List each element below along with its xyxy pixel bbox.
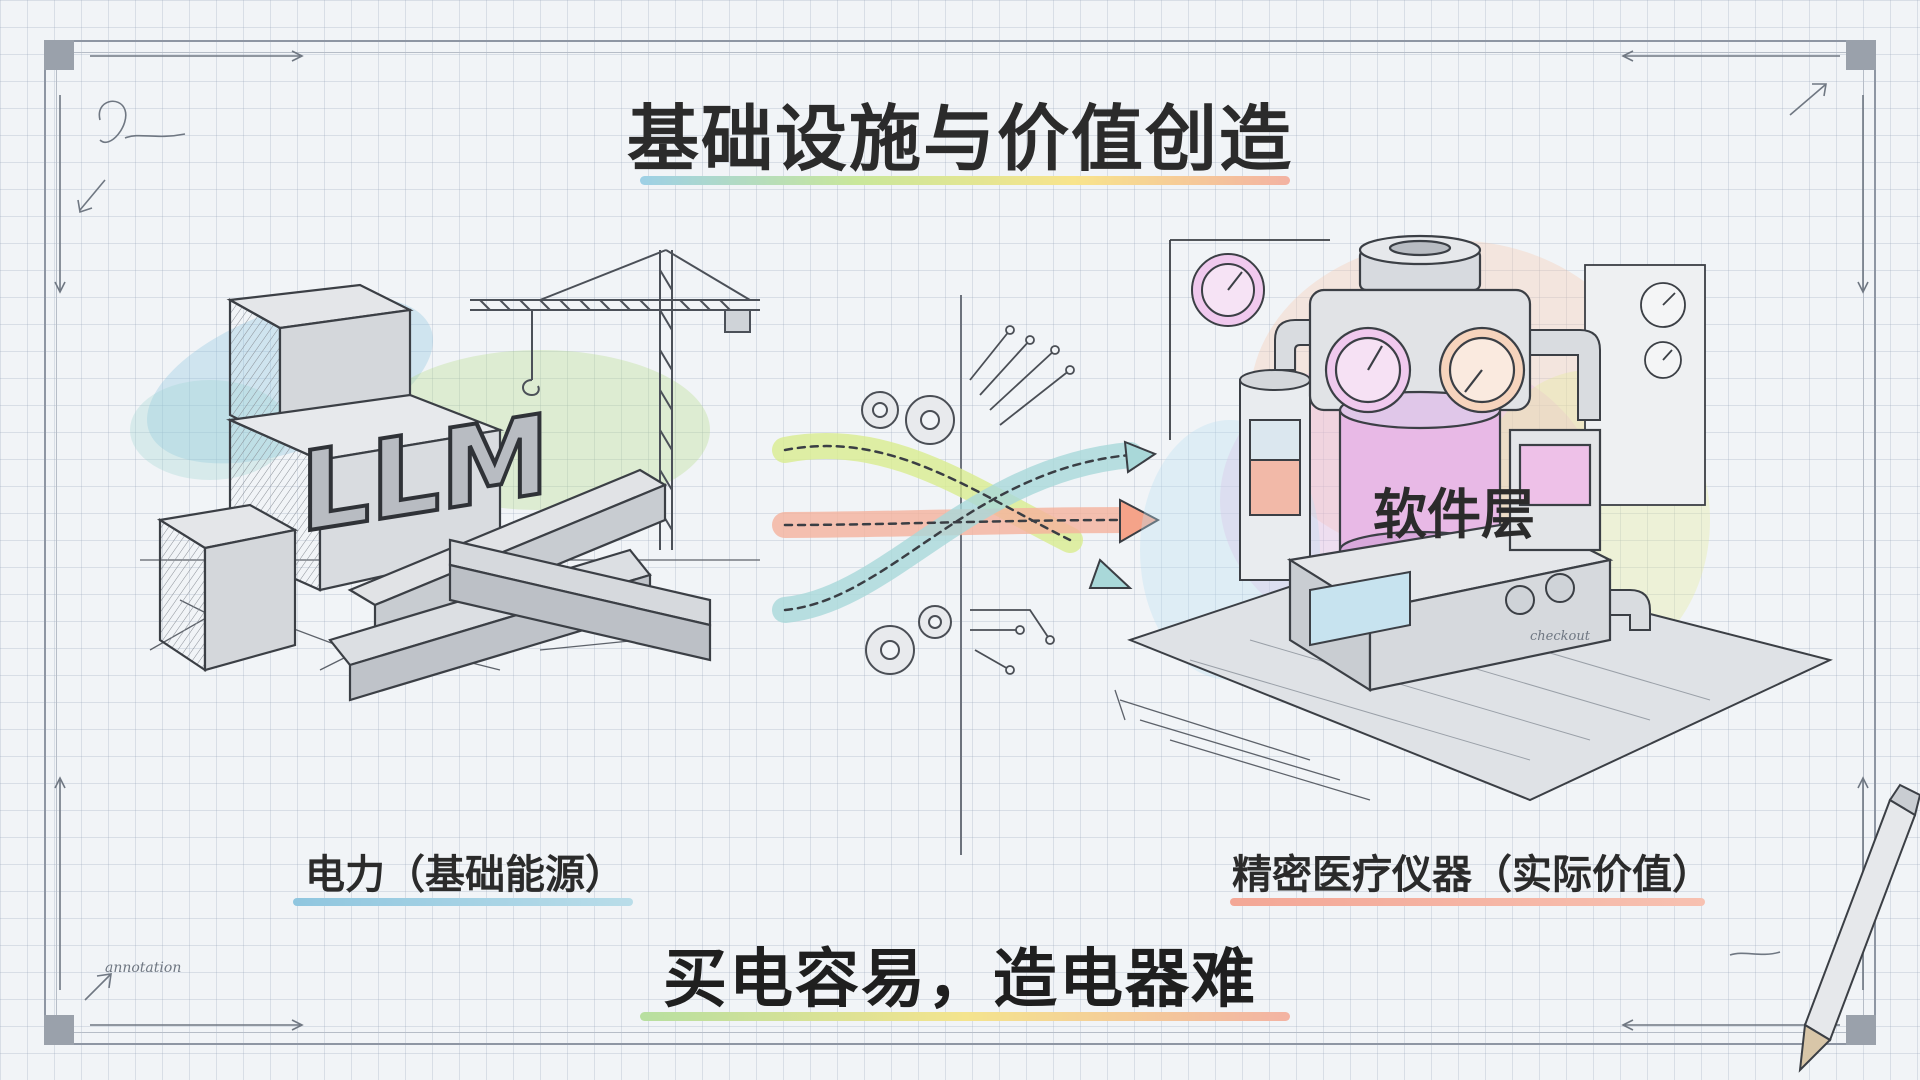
slide-title: 基础设施与价值创造 [626, 97, 1293, 181]
corner-mark-top-left [44, 40, 74, 70]
infrastructure-illustration: LLM [130, 249, 760, 702]
glass-cylinder [1239, 369, 1311, 581]
annotation-note: annotation [105, 960, 182, 976]
flow-arrows [772, 433, 1143, 623]
gauge-icon [1640, 282, 1686, 379]
arrowhead-icon [1119, 498, 1161, 544]
inner-frame [56, 52, 1864, 1033]
display-screen [1309, 570, 1411, 647]
gauge-icon [1191, 253, 1265, 327]
slogan-underline [640, 1012, 1290, 1021]
outer-frame [44, 40, 1876, 1045]
corner-mark-bottom-left [44, 1015, 74, 1045]
steel-beams [328, 468, 712, 702]
gear-icon [861, 391, 955, 675]
corner-mark-top-right [1846, 40, 1876, 70]
left-caption-underline [293, 898, 633, 906]
pencil-icon [1798, 783, 1920, 1073]
left-caption: 电力（基础能源） [305, 852, 625, 898]
center-divider [960, 295, 962, 855]
software-layer-label: 软件层 [1373, 483, 1535, 546]
medical-device-illustration: checkout [1114, 234, 1833, 802]
corner-mark-bottom-right [1846, 1015, 1876, 1045]
title-underline [640, 176, 1290, 185]
right-caption: 精密医疗仪器（实际价值） [1232, 852, 1712, 898]
stone-blocks [156, 283, 505, 673]
checkout-note: checkout [1530, 629, 1591, 644]
circuit-icon [969, 325, 1075, 675]
transform-flow [772, 325, 1161, 675]
arrowhead-icon [1088, 558, 1133, 589]
slogan: 买电容易，造电器难 [663, 943, 1257, 1017]
right-caption-underline [1230, 898, 1705, 906]
arrowhead-icon [1123, 440, 1158, 474]
gauge-icon [1324, 326, 1526, 414]
